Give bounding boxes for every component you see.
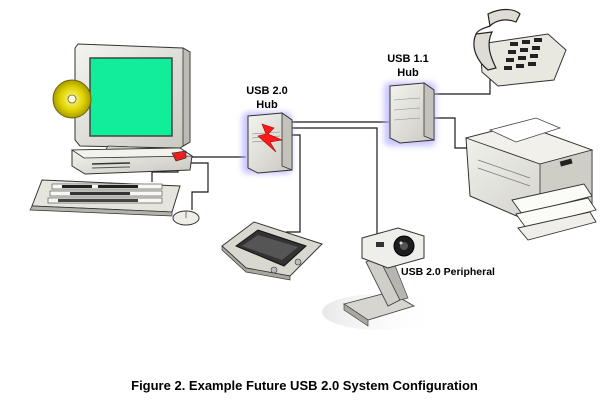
telephone bbox=[473, 8, 567, 87]
usb-2-0-hub-label: USB 2.0 Hub bbox=[236, 84, 298, 112]
desktop-case bbox=[70, 147, 194, 175]
figure-caption: Figure 2. Example Future USB 2.0 System … bbox=[131, 378, 478, 393]
usb-1-1-hub-label-line1: USB 1.1 bbox=[387, 53, 429, 65]
cable-hub20-to-webcam bbox=[290, 127, 378, 236]
usb-1-1-hub-label: USB 1.1 Hub bbox=[380, 52, 436, 80]
cd-disc-icon bbox=[52, 79, 92, 119]
tablet bbox=[221, 221, 323, 281]
lightning-icon bbox=[257, 123, 284, 153]
monitor-screen bbox=[89, 57, 173, 137]
cable-computer-to-mouse bbox=[188, 162, 209, 210]
printer bbox=[464, 117, 597, 241]
usb-2-0-hub-label-line1: USB 2.0 bbox=[246, 85, 288, 97]
cable-hub11-to-printer bbox=[430, 117, 470, 149]
usb-2-0-peripheral-label: USB 2.0 Peripheral bbox=[401, 266, 495, 278]
cables bbox=[151, 77, 505, 236]
usb-2-0-hub-label-line2: Hub bbox=[256, 99, 278, 111]
cable-hub20-to-tablet bbox=[286, 134, 301, 233]
computer bbox=[52, 43, 194, 175]
keyboard bbox=[29, 179, 181, 217]
usb-1-1-hub bbox=[384, 82, 436, 146]
webcam bbox=[322, 227, 438, 330]
usb-port-light bbox=[171, 150, 187, 162]
mouse bbox=[172, 210, 200, 226]
usb-1-1-hub-label-line2: Hub bbox=[397, 67, 419, 79]
usb-2-0-hub bbox=[242, 112, 293, 174]
monitor bbox=[74, 43, 191, 155]
